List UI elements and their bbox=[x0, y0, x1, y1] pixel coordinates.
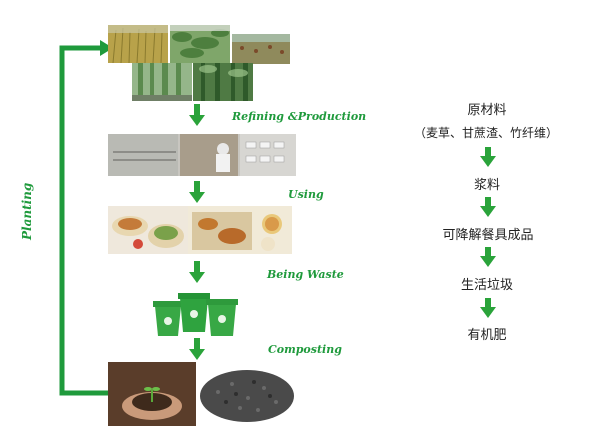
raw-material-label: 原材料 bbox=[467, 103, 507, 118]
recycling-bin-icon bbox=[153, 293, 238, 336]
organic-fertilizer-label: 有机肥 bbox=[467, 328, 507, 343]
photo-compost-granules bbox=[198, 362, 296, 426]
down-arrow-icon bbox=[189, 181, 205, 203]
photo-food-containers-1 bbox=[108, 206, 188, 254]
photo-factory bbox=[108, 134, 296, 176]
photo-wheat bbox=[108, 25, 168, 63]
refining-production-label: Refining &Production bbox=[232, 110, 367, 123]
down-arrow-icon bbox=[189, 338, 205, 360]
down-arrow-icon bbox=[189, 261, 205, 283]
photo-hands-soil-seedling bbox=[108, 362, 196, 426]
household-waste-label: 生活垃圾 bbox=[460, 278, 513, 293]
composting-label: Composting bbox=[268, 343, 342, 356]
tableware-product-label: 可降解餐具成品 bbox=[442, 228, 534, 243]
down-arrow-icon bbox=[480, 298, 496, 318]
down-arrow-icon bbox=[480, 197, 496, 217]
photo-sugarcane-field bbox=[170, 25, 230, 63]
raw-material-sources-label: （麦草、甘蔗渣、竹纤维） bbox=[413, 126, 558, 140]
photo-reed-field bbox=[232, 34, 290, 64]
down-arrow-icon bbox=[189, 104, 205, 126]
being-waste-label: Being Waste bbox=[267, 268, 344, 281]
down-arrow-icon bbox=[480, 147, 496, 167]
pulp-label: 浆料 bbox=[473, 178, 500, 193]
photo-bamboo-2 bbox=[193, 63, 253, 101]
photo-bamboo-1 bbox=[132, 63, 192, 101]
planting-label: Planting bbox=[20, 182, 34, 240]
using-label: Using bbox=[288, 188, 324, 201]
down-arrow-icon bbox=[480, 247, 496, 267]
photo-food-containers-2 bbox=[188, 206, 292, 254]
